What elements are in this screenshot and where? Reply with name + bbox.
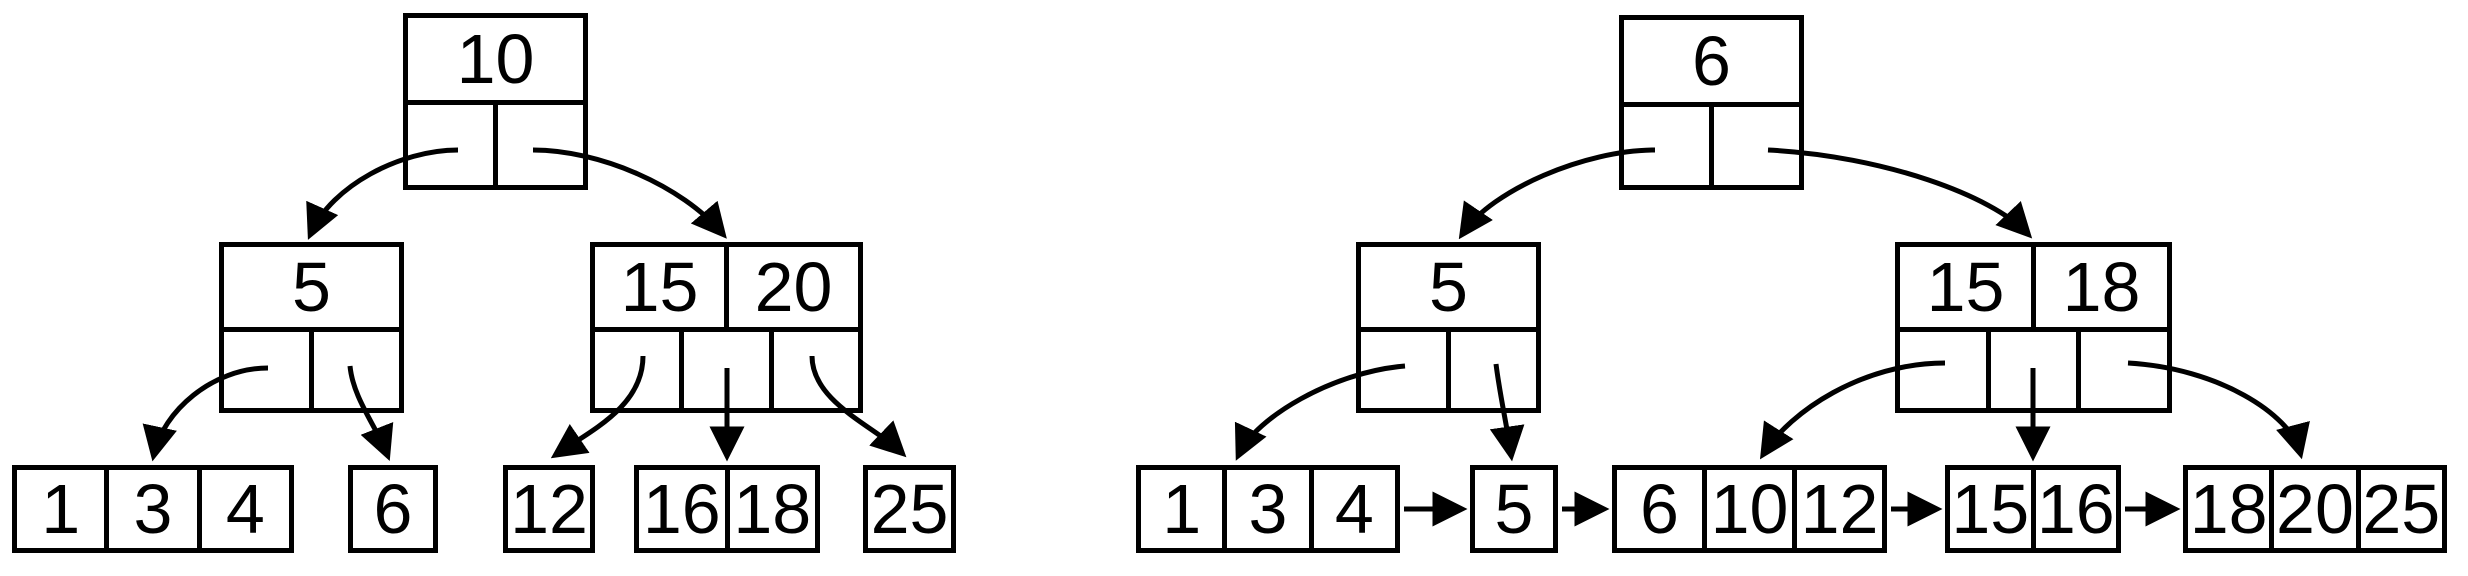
key-cell: 5	[1494, 470, 1534, 548]
pointer-cell	[1985, 332, 2077, 408]
key-cell: 18	[2189, 470, 2268, 548]
pointer-row	[595, 327, 858, 408]
pointer-cell	[2076, 332, 2167, 408]
left-tree-internal-node-5: 5	[219, 242, 404, 413]
key-cell: 25	[2355, 470, 2442, 548]
key-cell: 1	[41, 470, 81, 548]
key-cell: 25	[870, 470, 949, 548]
key-row: 15 18	[1900, 247, 2167, 327]
pointer-row	[408, 100, 583, 185]
pointer-cell	[309, 332, 399, 408]
key-cell: 15	[1951, 470, 2030, 548]
right-tree-root-node: 6	[1619, 15, 1804, 190]
key-cell: 5	[292, 248, 331, 326]
key-cell: 5	[1429, 248, 1468, 326]
pointer-row	[1900, 327, 2167, 408]
left-tree-root-node: 10	[403, 13, 588, 190]
right-tree-leaf-node-5: 5	[1470, 465, 1558, 553]
key-row: 10	[408, 18, 583, 100]
left-tree-leaf-node-6: 6	[348, 465, 438, 553]
key-cell: 12	[510, 470, 588, 548]
key-cell: 20	[724, 247, 858, 327]
key-cell: 3	[104, 470, 196, 548]
pointer-cell	[1624, 107, 1709, 185]
pointer-cell	[595, 332, 679, 408]
right-tree-internal-node-5: 5	[1356, 242, 1541, 413]
left-tree-leaf-node-12: 12	[503, 465, 595, 553]
key-cell: 16	[2030, 470, 2117, 548]
pointer-cell	[1900, 332, 1986, 408]
left-tree-leaf-node-1-3-4: 1 3 4	[12, 465, 294, 553]
key-cell: 6	[373, 470, 413, 548]
pointer-cell	[1361, 332, 1446, 408]
key-cell: 6	[1692, 22, 1731, 100]
left-tree-leaf-node-25: 25	[863, 465, 956, 553]
key-cell: 4	[196, 470, 289, 548]
pointer-cell	[768, 332, 858, 408]
pointer-cell	[493, 105, 583, 185]
right-tree-internal-node-15-18: 15 18	[1895, 242, 2172, 413]
key-cell: 12	[1792, 470, 1882, 548]
key-row: 5	[224, 247, 399, 327]
key-row: 6	[1624, 20, 1799, 102]
pointer-cell	[679, 332, 768, 408]
key-cell: 10	[1702, 470, 1792, 548]
key-cell: 15	[620, 248, 699, 326]
pointer-cell	[1709, 107, 1799, 185]
key-cell: 1	[1162, 470, 1202, 548]
pointer-cell	[224, 332, 309, 408]
key-row: 15 20	[595, 247, 858, 327]
right-tree-leaf-node-6-10-12: 6 10 12	[1612, 465, 1887, 553]
pointer-cell	[1446, 332, 1536, 408]
key-cell: 18	[2031, 247, 2167, 327]
right-tree-leaf-node-18-20-25: 18 20 25	[2183, 465, 2447, 553]
key-cell: 15	[1926, 248, 2005, 326]
pointer-row	[224, 327, 399, 408]
pointer-row	[1624, 102, 1799, 185]
key-cell: 16	[642, 470, 721, 548]
child-pointer-arrow-right-root-to-15-18	[1767, 147, 2033, 239]
key-cell: 4	[1308, 470, 1395, 548]
key-cell: 20	[2269, 470, 2355, 548]
left-tree-internal-node-15-20: 15 20	[590, 242, 863, 413]
pointer-cell	[408, 105, 493, 185]
key-cell: 3	[1222, 470, 1308, 548]
key-cell: 18	[724, 470, 816, 548]
key-cell: 10	[456, 20, 535, 98]
right-tree-leaf-node-15-16: 15 16	[1945, 465, 2121, 553]
key-cell: 6	[1640, 470, 1679, 548]
pointer-row	[1361, 327, 1536, 408]
key-row: 5	[1361, 247, 1536, 327]
left-tree-leaf-node-16-18: 16 18	[634, 465, 820, 553]
right-tree-leaf-node-1-3-4: 1 3 4	[1136, 465, 1400, 553]
